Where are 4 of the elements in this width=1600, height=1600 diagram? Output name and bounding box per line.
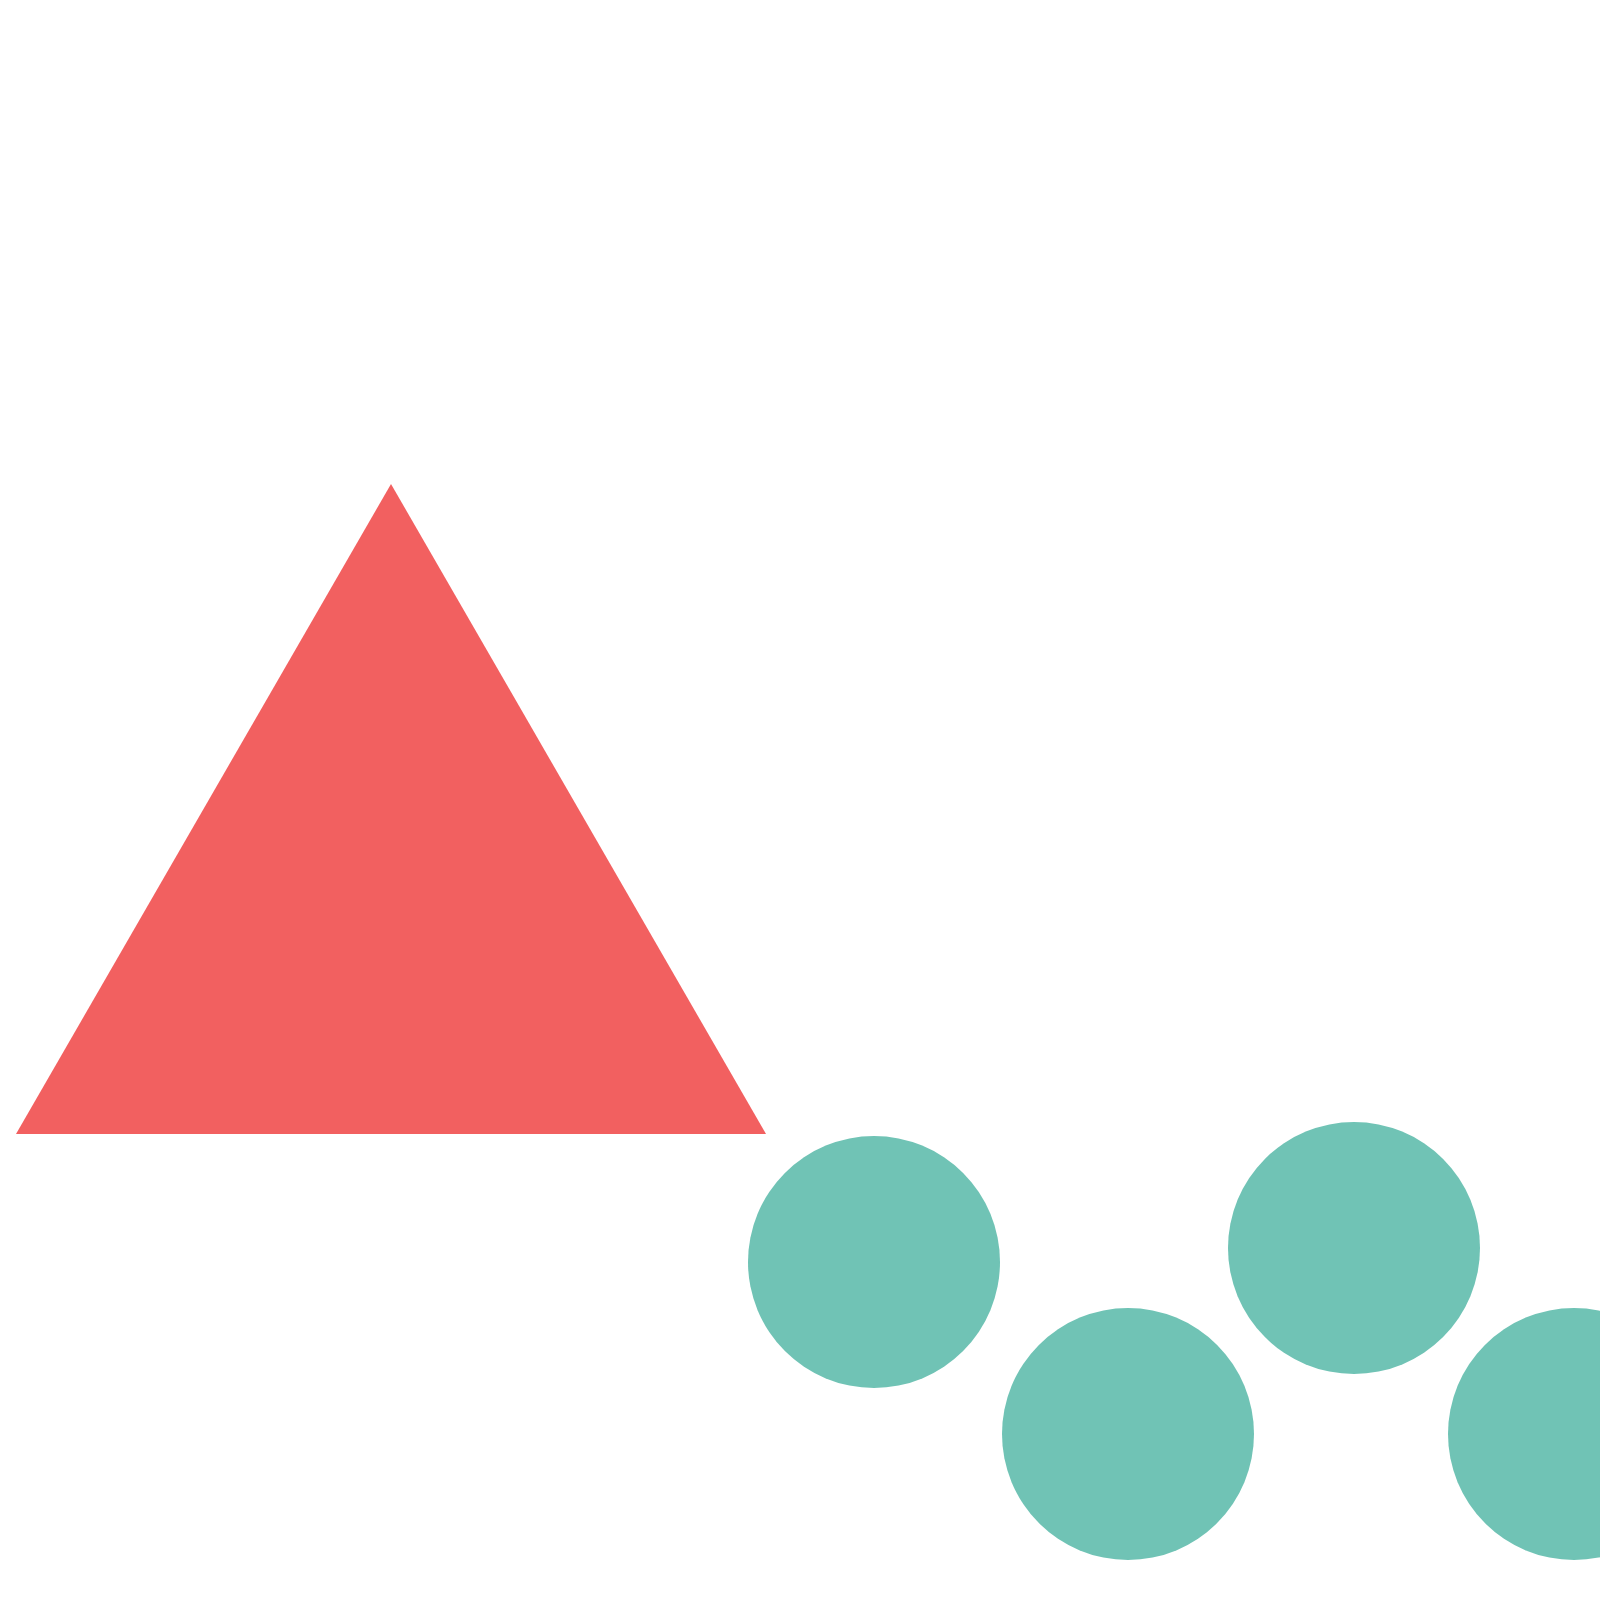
circle-shape — [1002, 1308, 1254, 1560]
circle-shape — [1228, 1122, 1480, 1374]
circle-shape — [748, 1136, 1000, 1388]
triangle-shape — [16, 484, 766, 1134]
